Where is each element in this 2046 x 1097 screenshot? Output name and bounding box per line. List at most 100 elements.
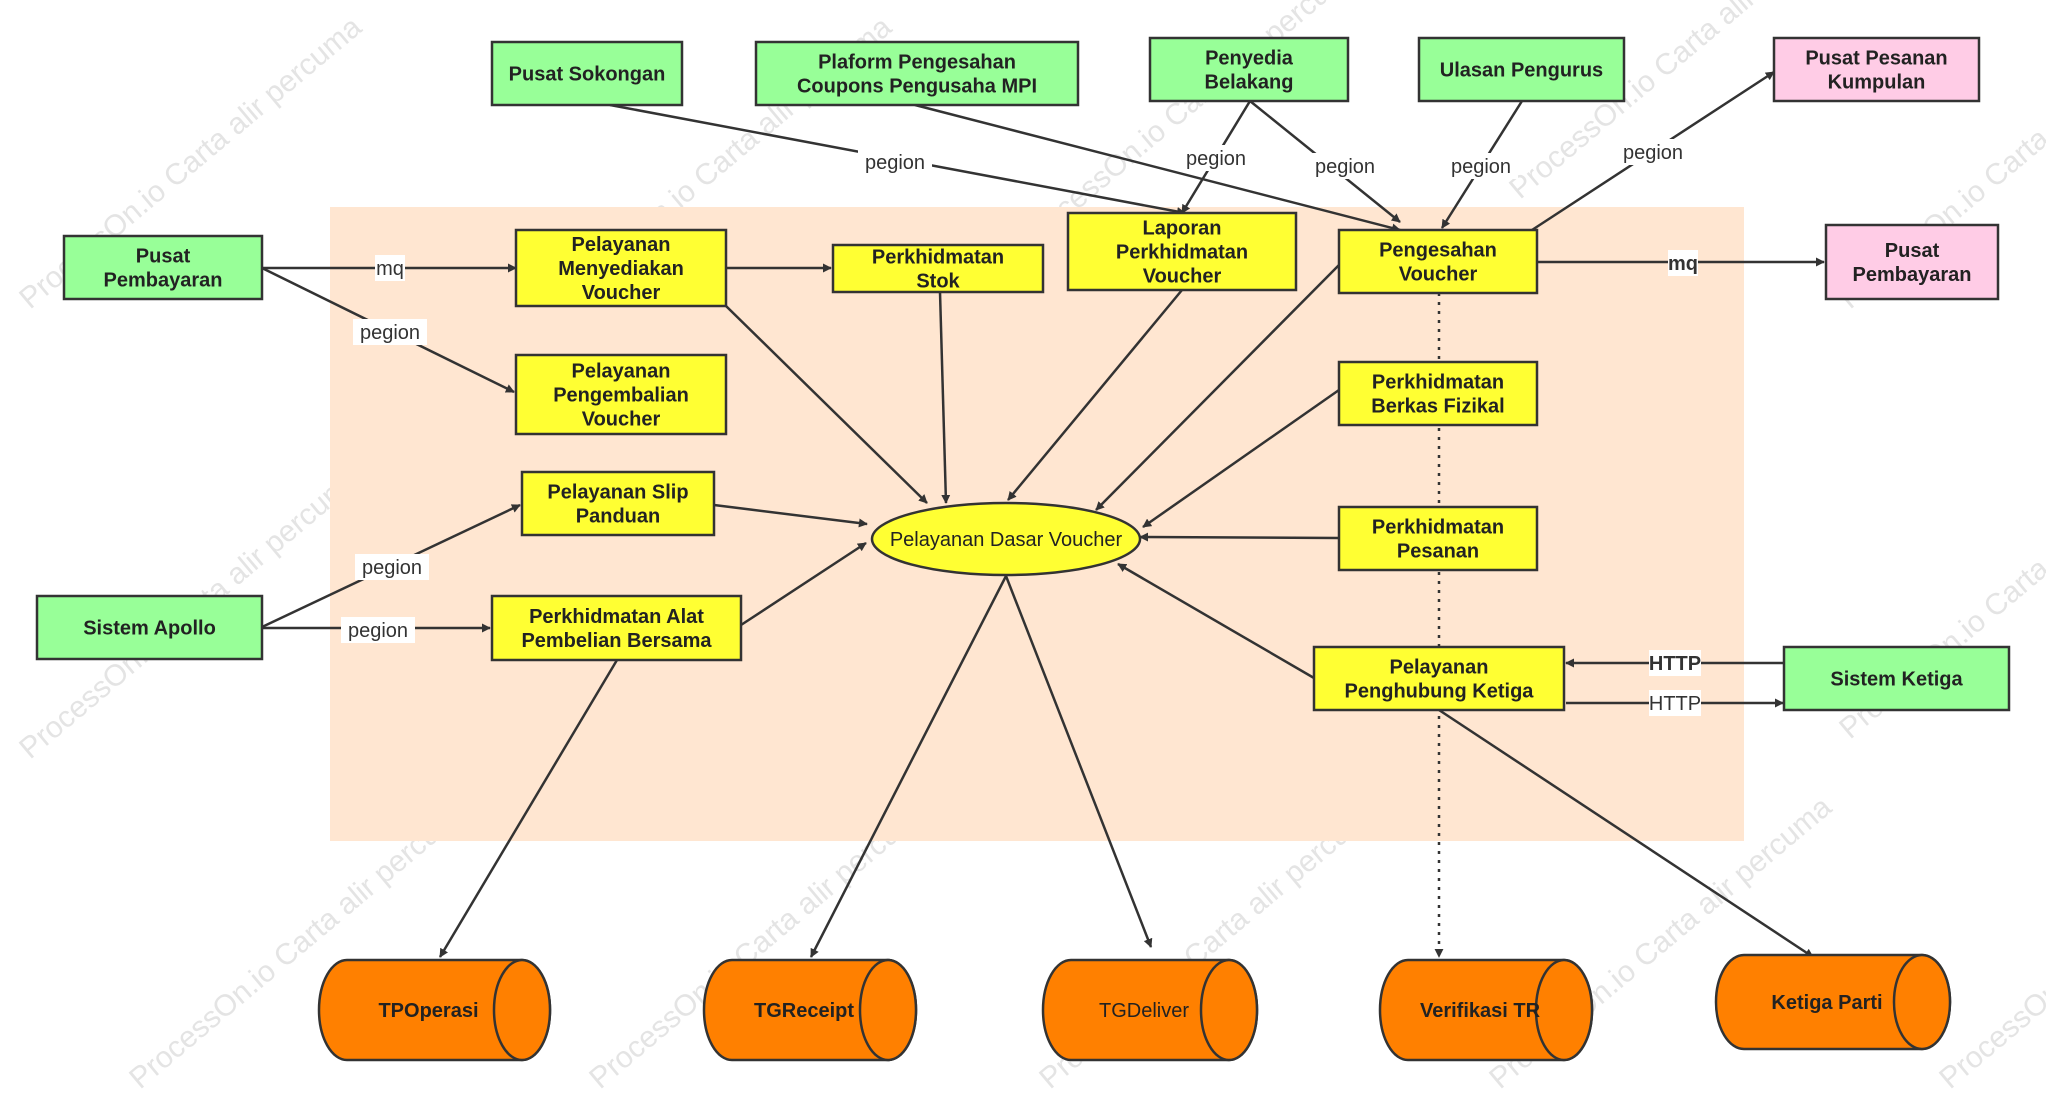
node-label-line: Belakang — [1205, 72, 1294, 94]
edge-label-pegion-sokongan: pegion — [858, 149, 932, 175]
node-label-line: Pelayanan — [572, 234, 671, 256]
node-box — [35, 594, 264, 661]
database-tgdeliver[interactable]: TGDeliver — [1041, 958, 1259, 1062]
edge-label-text: pegion — [1623, 142, 1683, 164]
node-label-line: Pelayanan — [572, 361, 671, 383]
edge-dasar-to-tgreceipt — [809, 575, 1008, 958]
edge-label-text: pegion — [348, 620, 408, 642]
node-label-line: Voucher — [582, 282, 661, 304]
node-box — [1337, 360, 1539, 427]
node-box — [520, 470, 716, 537]
node-label-line: Stok — [916, 271, 960, 293]
edge-label-pegion-apollo-slip: pegion — [355, 554, 429, 580]
database-tgreceipt[interactable]: TGReceipt — [702, 958, 918, 1062]
node-ulasan-pengurus[interactable]: Ulasan Pengurus — [1417, 36, 1626, 103]
edge-menyediakan-to-dasar — [725, 305, 928, 504]
edge-pesanan-to-dasar — [1139, 532, 1340, 542]
node-label-line: Perkhidmatan — [1116, 242, 1248, 264]
edge-label-pegion-penyedia-pengesahan: pegion — [1308, 153, 1382, 179]
edge-label-mq-right: mq — [1668, 250, 1698, 276]
node-ellipse — [870, 501, 1142, 577]
database-tpoperasi[interactable]: TPOperasi — [317, 958, 552, 1062]
node-label-line: Pusat Pesanan — [1805, 48, 1947, 70]
watermark-text: ProcessOn.io Carta alir percuma — [1503, 0, 1858, 205]
edge-label-background — [341, 617, 415, 643]
node-label-line: Pelayanan — [1390, 657, 1489, 679]
edge-label-http-out: HTTP — [1649, 690, 1701, 716]
edge-pengesahan-to-dasar — [1095, 264, 1340, 511]
node-pelayanan-dasar[interactable]: Pelayanan Dasar Voucher — [870, 501, 1142, 577]
edge-label-pegion-apollo-alat: pegion — [341, 617, 415, 643]
node-label-line: Menyediakan — [558, 258, 684, 280]
node-label-line: Pusat Sokongan — [509, 64, 666, 86]
watermark-text: ProcessOn.io Carta alir percuma — [1933, 790, 2046, 1095]
edge-label-pegion-ulasan: pegion — [1444, 153, 1518, 179]
database-verifikasi[interactable]: Verifikasi TR — [1378, 958, 1594, 1062]
edge-label-pegion-pembayaran: pegion — [353, 319, 427, 345]
node-label-line: Penyedia — [1205, 48, 1294, 70]
edge-label-background — [1444, 153, 1518, 179]
node-box — [62, 234, 264, 301]
node-label-line: Voucher — [1399, 264, 1478, 286]
node-box — [514, 353, 728, 436]
edge-label-text: pegion — [1315, 156, 1375, 178]
node-label-line: Pesanan — [1397, 541, 1479, 563]
node-label-line: Pengembalian — [553, 385, 689, 407]
node-sistem-ketiga[interactable]: Sistem Ketiga — [1782, 645, 2011, 712]
edge-penghubung-to-ketiga — [1438, 708, 1814, 959]
node-sistem-apollo[interactable]: Sistem Apollo — [35, 594, 264, 661]
edge-dasar-to-tgdeliver — [1004, 575, 1153, 948]
node-label-line: Coupons Pengusaha MPI — [797, 76, 1037, 98]
edge-label-background — [1668, 250, 1698, 276]
node-box — [1337, 228, 1539, 295]
edge-label-background — [1308, 153, 1382, 179]
node-label-line: Voucher — [1143, 266, 1222, 288]
cylinder-end — [1199, 958, 1259, 1062]
node-label-line: Berkas Fizikal — [1371, 396, 1504, 418]
edge-laporan-to-dasar — [1007, 289, 1183, 501]
node-box — [1417, 36, 1626, 103]
edge-label-text: HTTP — [1649, 653, 1701, 675]
node-label-line: Sistem Apollo — [83, 618, 216, 640]
cylinder-end — [1534, 958, 1594, 1062]
edge-label-pegion-kumpulan: pegion — [1616, 139, 1690, 165]
node-label-line: Plaform Pengesahan — [818, 52, 1016, 74]
edge-label-text: pegion — [1451, 156, 1511, 178]
edge-label-background — [1179, 145, 1253, 171]
edge-label-background — [1649, 650, 1701, 676]
node-pusat-sokongan[interactable]: Pusat Sokongan — [490, 40, 684, 107]
edge-plaform-to-pengesahan — [914, 103, 1401, 233]
edge-label-http-in: HTTP — [1649, 650, 1701, 676]
node-label-line: Pelayanan Dasar Voucher — [890, 529, 1123, 551]
database-ketiga[interactable]: Ketiga Parti — [1714, 953, 1952, 1051]
node-label-line: Pembayaran — [1853, 264, 1972, 286]
node-label-line: TGReceipt — [754, 1000, 854, 1022]
node-label-line: Perkhidmatan Alat — [529, 606, 704, 628]
node-box — [1782, 645, 2011, 712]
node-label-line: Ketiga Parti — [1771, 992, 1882, 1014]
node-label-line: Pusat — [1885, 240, 1940, 262]
node-label-line: Pembayaran — [104, 270, 223, 292]
node-label-line: Perkhidmatan — [872, 247, 1004, 269]
node-box — [1337, 505, 1539, 572]
edge-berkas-to-dasar — [1142, 388, 1340, 529]
node-box — [490, 40, 684, 107]
node-box — [1066, 211, 1298, 292]
edge-label-mq-left: mq — [375, 255, 405, 281]
node-label-line: Perkhidmatan — [1372, 517, 1504, 539]
